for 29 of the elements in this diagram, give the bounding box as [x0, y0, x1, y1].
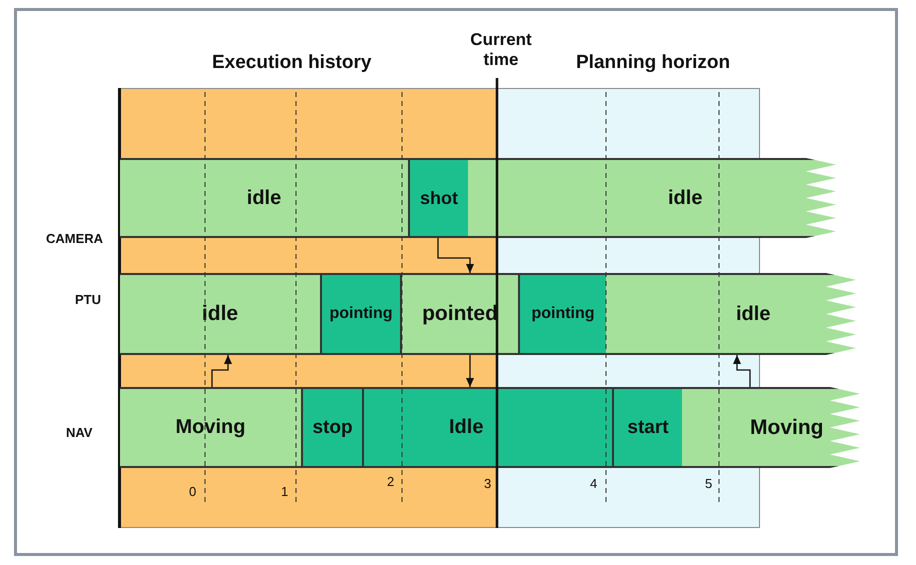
- timeline-segment: idle: [120, 273, 320, 355]
- timeline-segment: idle: [120, 158, 408, 238]
- tick-label: 3: [484, 476, 492, 491]
- row-label: PTU: [75, 292, 101, 307]
- arrow: [437, 238, 474, 273]
- arrow: [733, 355, 751, 387]
- tick-label: 5: [705, 476, 712, 491]
- timeline-segment: stop: [301, 387, 362, 468]
- timeline-segment: pointed: [400, 273, 518, 355]
- timeline-segment: start: [612, 387, 682, 468]
- tick-label: 4: [590, 476, 598, 491]
- tick-label: 1: [281, 484, 288, 499]
- time-marker-label: Current time: [469, 30, 533, 71]
- row-label: NAV: [66, 425, 92, 440]
- tick-label: 2: [387, 474, 394, 489]
- arrow: [466, 355, 474, 387]
- arrow: [211, 355, 232, 387]
- timeline-segment: Moving: [682, 387, 860, 468]
- timeline-segment: Moving: [120, 387, 301, 468]
- section-heading: Execution history: [212, 52, 372, 74]
- timeline-segment: idle: [606, 273, 856, 355]
- row-label: CAMERA: [46, 231, 104, 246]
- timeline-segment: idle: [468, 158, 836, 238]
- tick-label: 0: [189, 484, 196, 499]
- section-heading: Planning horizon: [576, 52, 730, 74]
- timeline-segment: pointing: [320, 273, 400, 355]
- timeline-segment: Idle: [362, 387, 612, 468]
- timeline-segment: pointing: [518, 273, 606, 355]
- timeline-segment: shot: [408, 158, 468, 238]
